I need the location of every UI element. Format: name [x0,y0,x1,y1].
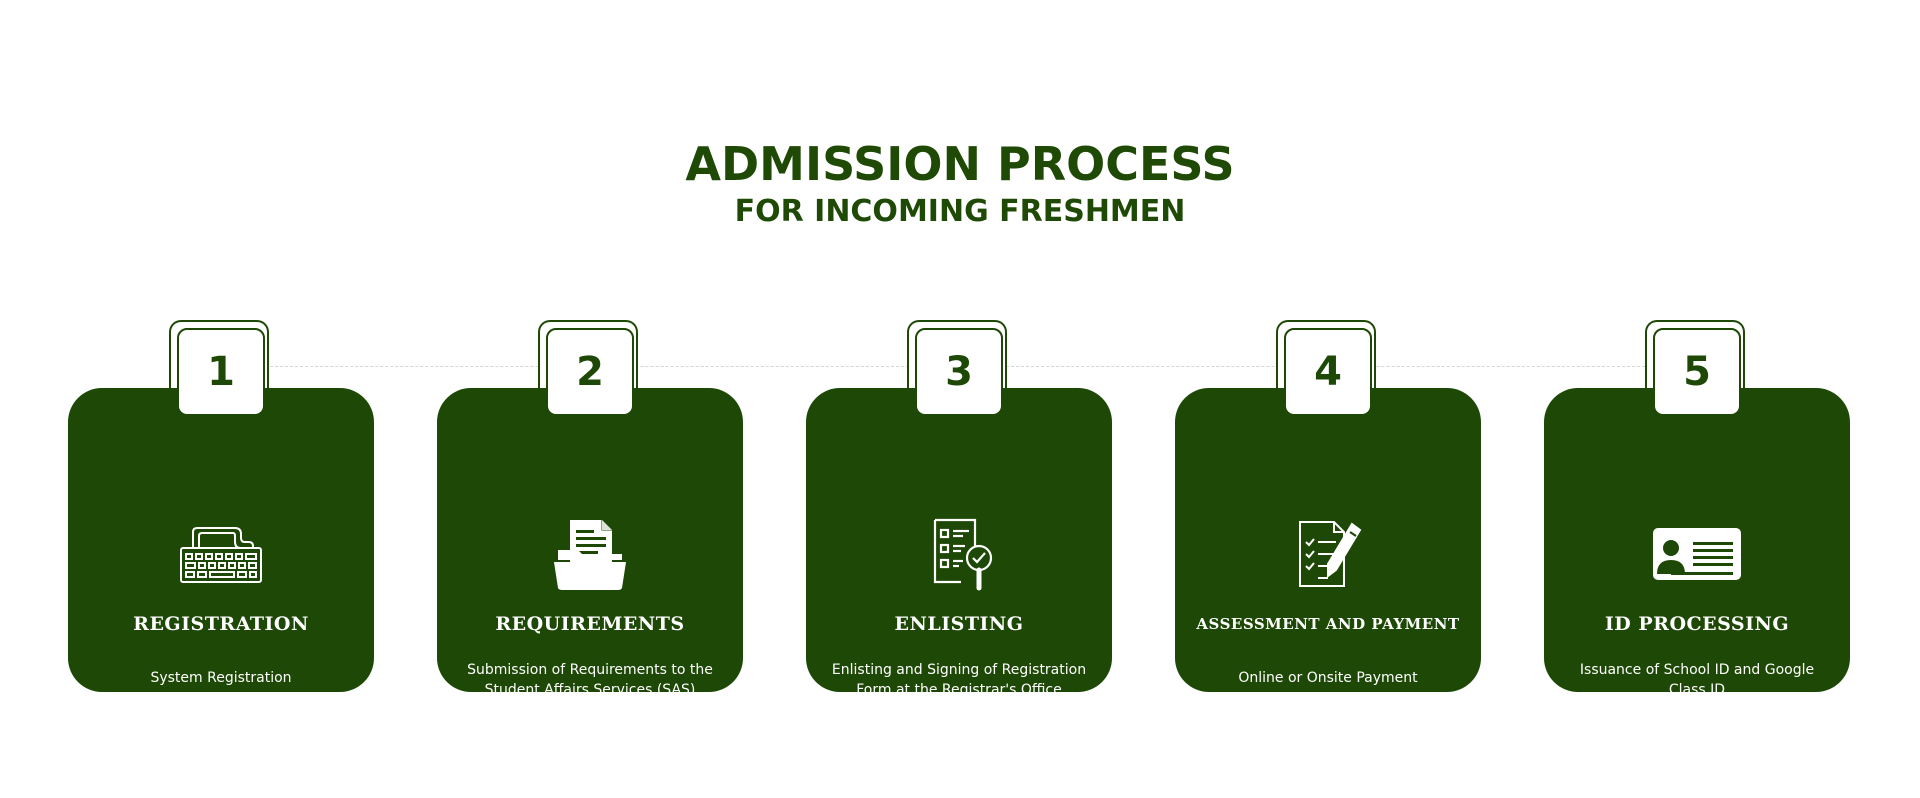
step-number: 1 [207,349,235,395]
step-title: ASSESSMENT AND PAYMENT [1196,615,1460,633]
step-description: Enlisting and Signing of Registration Fo… [831,662,1087,698]
id-card-icon [1647,516,1747,592]
step-number-badge: 4 [1284,328,1372,416]
step-card: ID PROCESSING Issuance of School ID and … [1544,388,1850,698]
page-subtitle: FOR INCOMING FRESHMEN [734,194,1186,229]
step-registration: REGISTRATION System Registration 1 [68,320,374,692]
step-description: System Registration [150,670,292,686]
document-pen-icon [1278,516,1378,592]
step-card: ENLISTING Enlisting and Signing of Regis… [806,388,1112,698]
step-description: Issuance of School ID and Google Class I… [1579,662,1815,698]
step-number-badge: 1 [177,328,265,416]
folder-document-icon [540,516,640,592]
step-description: Submission of Requirements to the Studen… [467,662,713,698]
step-assessment-and-payment: ASSESSMENT AND PAYMENT Online or Onsite … [1175,320,1481,692]
step-number: 4 [1314,349,1342,395]
step-number-badge: 2 [546,328,634,416]
keyboard-icon [171,516,271,592]
page-title: ADMISSION PROCESS [685,137,1235,191]
step-description: Online or Onsite Payment [1238,670,1418,686]
step-number: 5 [1683,349,1711,395]
step-card: REGISTRATION System Registration [68,388,374,692]
step-id-processing: ID PROCESSING Issuance of School ID and … [1544,320,1850,698]
step-title: ID PROCESSING [1604,613,1790,635]
step-title: REQUIREMENTS [495,613,685,635]
step-requirements: REQUIREMENTS Submission of Requirements … [437,320,743,698]
step-number-badge: 5 [1653,328,1741,416]
step-title: REGISTRATION [133,613,309,635]
step-enlisting: ENLISTING Enlisting and Signing of Regis… [806,320,1112,698]
step-number: 2 [576,349,604,395]
step-title: ENLISTING [894,613,1024,635]
checklist-magnifier-icon [909,516,1009,592]
step-number: 3 [945,349,973,395]
step-card: ASSESSMENT AND PAYMENT Online or Onsite … [1175,388,1481,692]
step-number-badge: 3 [915,328,1003,416]
step-card: REQUIREMENTS Submission of Requirements … [437,388,743,698]
